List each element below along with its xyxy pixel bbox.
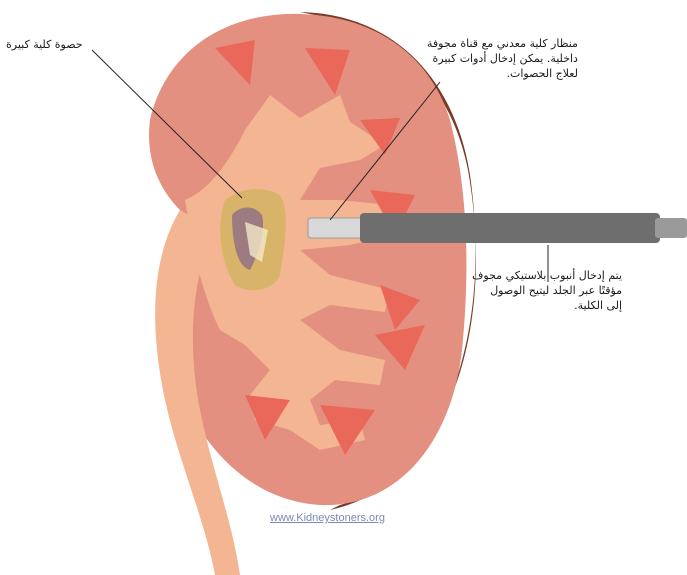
access-tube-label: يتم إدخال أنبوب بلاستيكي مجوف مؤقتًا عبر… [472, 268, 622, 313]
nephroscope-label-line: لعلاج الحصوات. [427, 66, 578, 81]
source-link[interactable]: www.Kidneystoners.org [270, 512, 385, 524]
nephroscope-label-line: منظار كلية معدني مع قناة مجوفة [427, 36, 578, 51]
kidney-stone [220, 189, 286, 290]
access-tube [360, 213, 660, 243]
access-tube-label-line: مؤقتًا عبر الجلد ليتيح الوصول [472, 283, 622, 298]
access-tube-label-line: إلى الكلية. [472, 298, 622, 313]
nephroscope-label-line: داخلية. يمكن إدخال أدوات كبيرة [427, 51, 578, 66]
nephroscope-label: منظار كلية معدني مع قناة مجوفة داخلية. ي… [427, 36, 578, 81]
access-tube-handle [655, 218, 687, 238]
access-tube-label-line: يتم إدخال أنبوب بلاستيكي مجوف [472, 268, 622, 283]
stone-label: حصوة كلية كبيرة [6, 37, 83, 52]
